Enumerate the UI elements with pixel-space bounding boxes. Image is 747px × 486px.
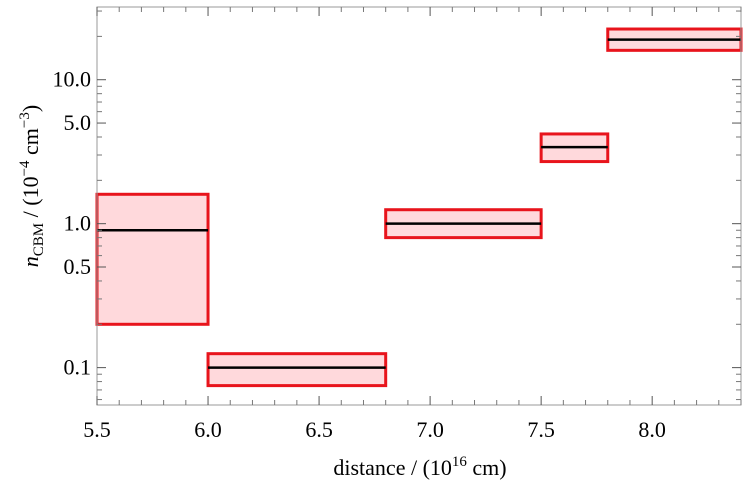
y-tick-label-4: 10.0 <box>53 67 92 92</box>
x-tick-label-5: 8.0 <box>638 417 666 442</box>
y-tick-label-2: 1.0 <box>64 211 92 236</box>
y-axis-ticks: 0.1 0.5 1.0 5.0 10.0 <box>53 10 741 401</box>
central-values <box>97 38 741 369</box>
error-band-0 <box>95 192 210 326</box>
x-tick-label-1: 6.0 <box>194 417 222 442</box>
x-axis-ticks: 5.5 6.0 6.5 7.0 7.5 8.0 <box>83 7 742 442</box>
plot-frame <box>96 6 742 406</box>
x-tick-label-2: 6.5 <box>305 417 333 442</box>
error-bands <box>95 27 743 388</box>
y-tick-label-1: 0.5 <box>64 254 92 279</box>
x-axis-label: distance / (1016 cm) <box>333 454 506 480</box>
y-axis-label: nCBM / (10−4 cm−3) <box>17 105 47 267</box>
y-tick-label-0: 0.1 <box>64 355 92 380</box>
x-tick-label-3: 7.0 <box>416 417 444 442</box>
x-tick-label-4: 7.5 <box>527 417 555 442</box>
x-tick-label-0: 5.5 <box>83 417 111 442</box>
y-tick-label-3: 5.0 <box>64 110 92 135</box>
error-band-1 <box>206 352 388 388</box>
